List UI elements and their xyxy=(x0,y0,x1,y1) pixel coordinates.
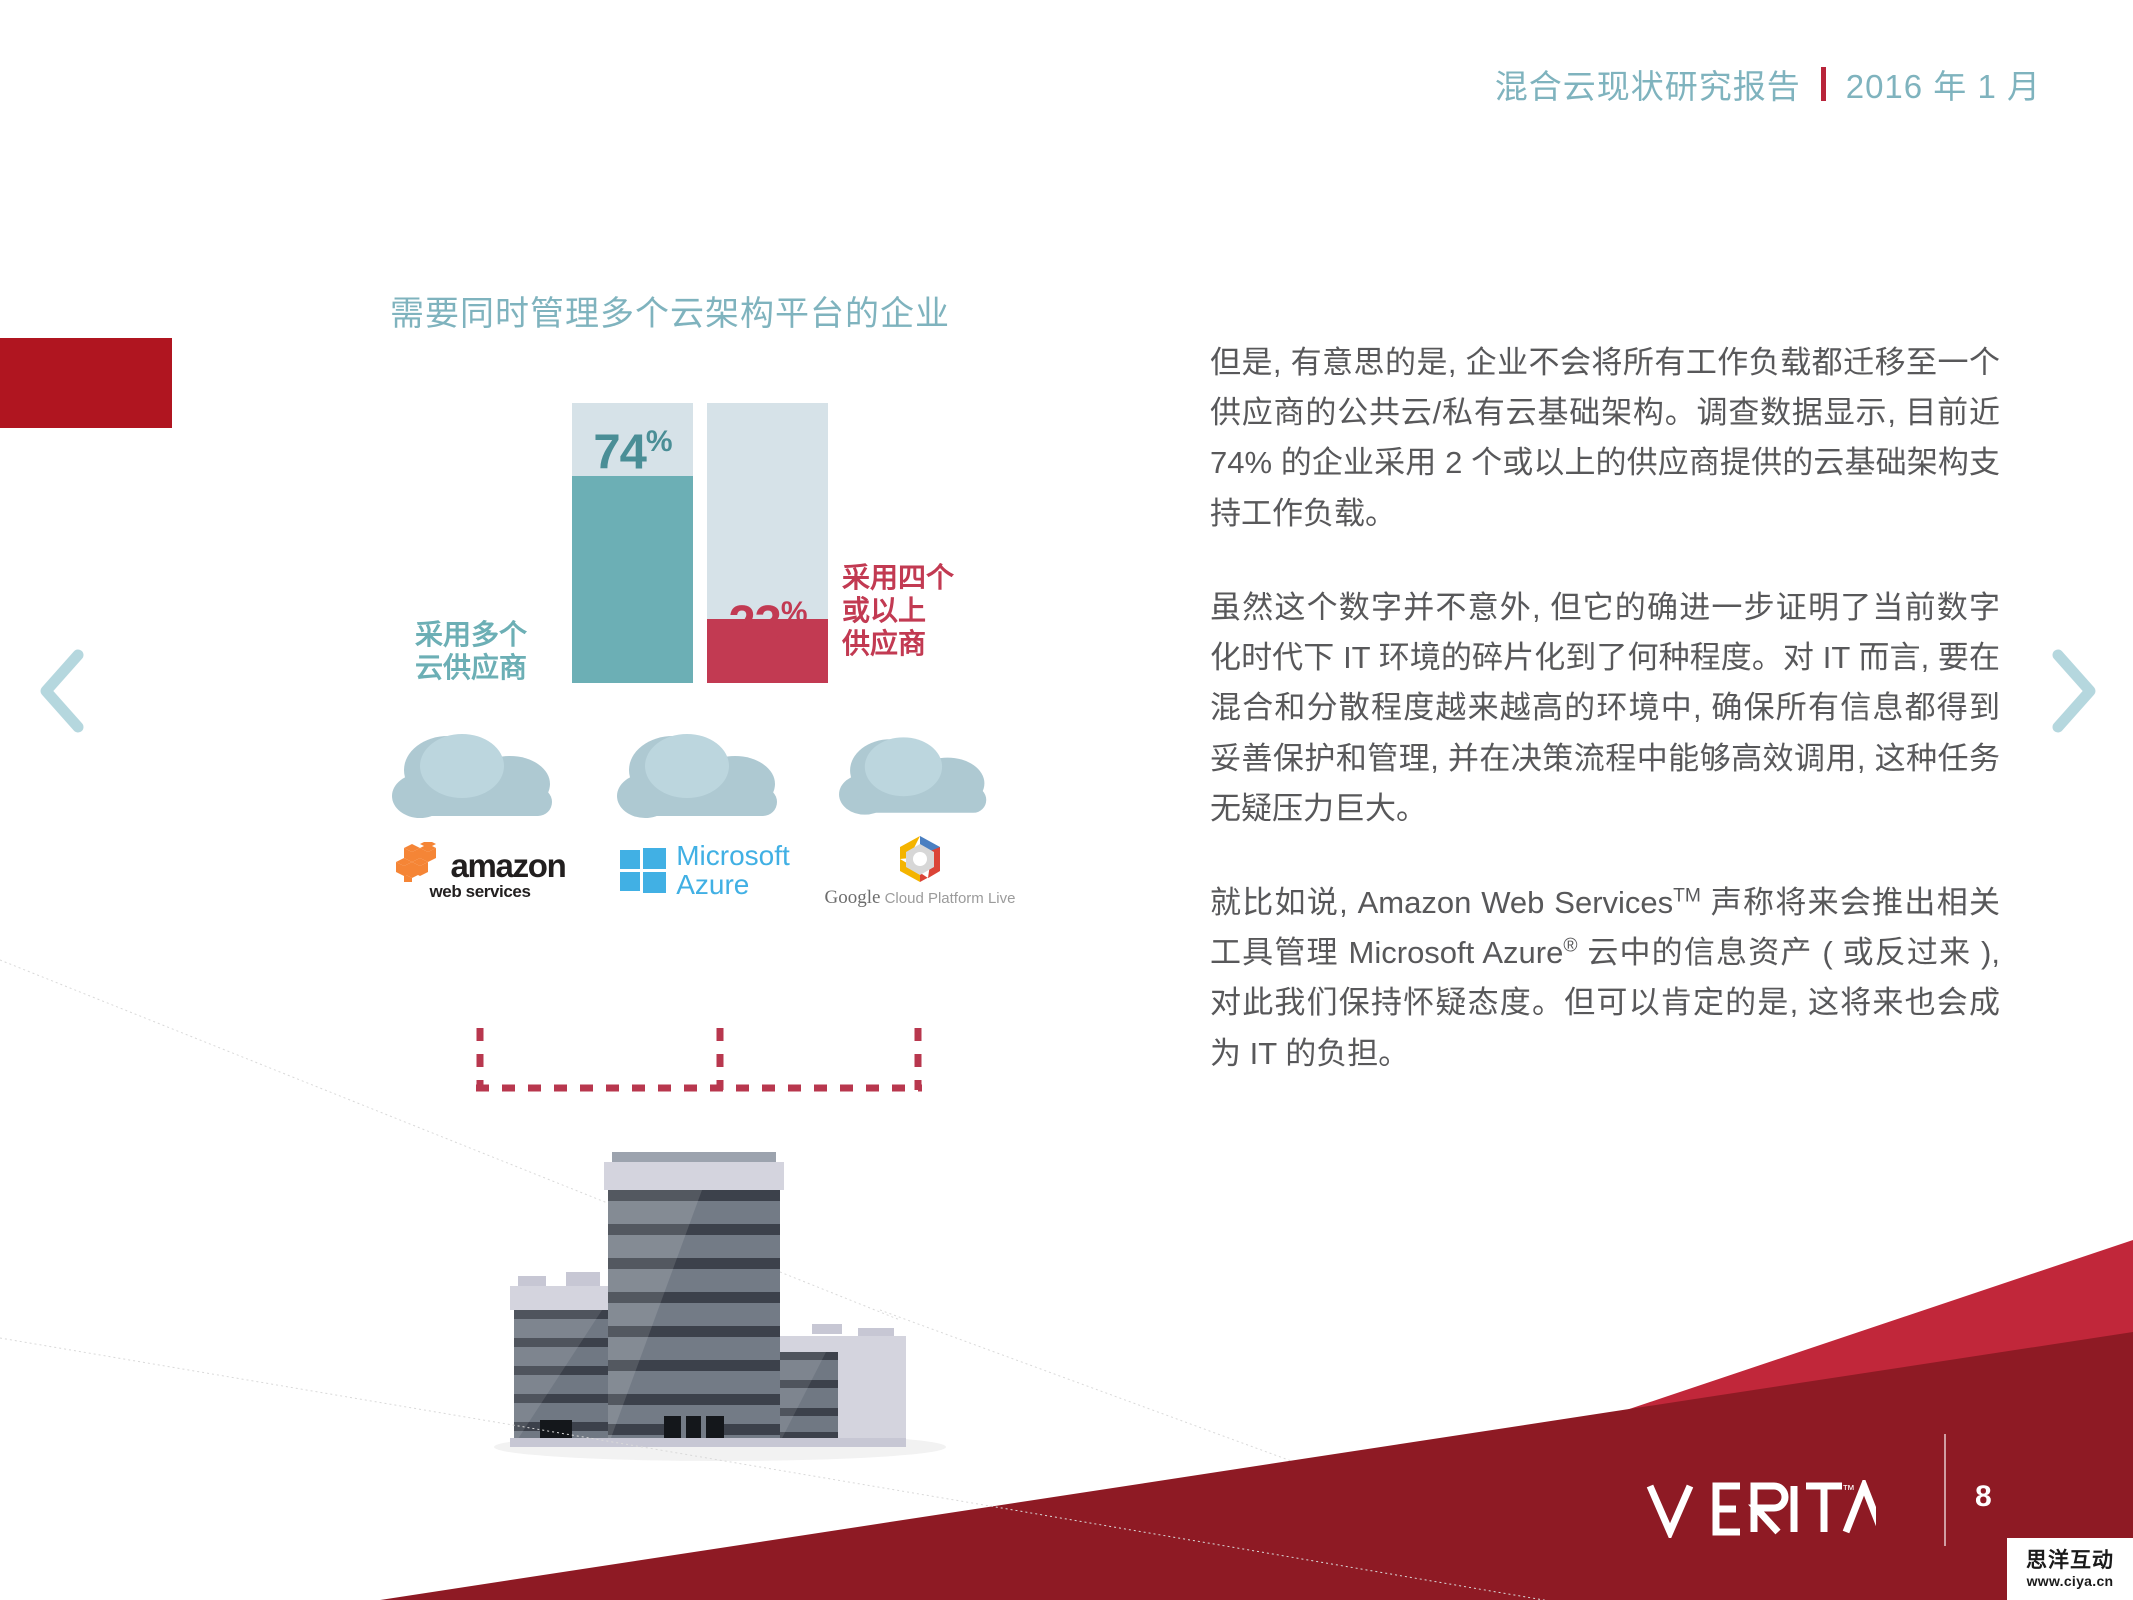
page-number: 8 xyxy=(1975,1480,1992,1513)
registered-symbol: ® xyxy=(1563,935,1578,957)
trademark-symbol: TM xyxy=(1673,885,1701,907)
p3-part-a: 就比如说, Amazon Web Services xyxy=(1210,884,1674,920)
header-title: 混合云现状研究报告 xyxy=(1494,68,1801,105)
aws-wordmark: amazon xyxy=(450,847,566,884)
bar-fill-74 xyxy=(572,475,693,683)
page-footer: ™ 8 思洋互动 www.ciya.cn xyxy=(0,1240,2133,1600)
paragraph-2: 虽然这个数字并不意外, 但它的确进一步证明了当前数字化时代下 IT 环境的碎片化… xyxy=(1210,589,2000,826)
next-page-button[interactable] xyxy=(2042,645,2104,737)
paragraph-3: 就比如说, Amazon Web ServicesTM 声称将来会推出相关工具管… xyxy=(1210,878,2000,1079)
google-cloud-hexagon-icon xyxy=(899,835,940,882)
aws-subtext: web services xyxy=(429,882,531,901)
bar-multiple-providers: 74% xyxy=(572,403,693,683)
bar-label-four-or-more: 采用四个 或以上 供应商 xyxy=(842,562,955,660)
left-accent-block xyxy=(0,338,172,428)
header-separator xyxy=(1820,67,1826,101)
footer-graphic xyxy=(0,1240,2133,1600)
azure-logo: Microsoft Azure xyxy=(605,832,805,910)
provider-aws: amazon web services xyxy=(380,726,580,910)
bar-chart: 74% 23% 采用多个 云供应商 采用四个 或以上 供应商 xyxy=(390,403,1070,703)
chart-title: 需要同时管理多个云架构平台的企业 xyxy=(390,295,950,333)
body-copy: 但是, 有意思的是, 企业不会将所有工作负载都迁移至一个供应商的公共云/私有云基… xyxy=(1210,338,2000,1123)
aws-logo: amazon web services xyxy=(380,832,580,910)
bar-value-23: 23% xyxy=(728,596,807,651)
cloud-icon xyxy=(617,734,777,818)
watermark-name: 思洋互动 xyxy=(2026,1549,2114,1572)
cloud-providers-row: amazon web services xyxy=(390,726,1070,1026)
provider-azure: Microsoft Azure xyxy=(605,726,805,910)
veritas-tm: ™ xyxy=(1842,1482,1855,1497)
provider-google-cloud: Google Cloud Platform Live xyxy=(820,726,1020,910)
windows-icon xyxy=(620,848,667,893)
paragraph-1: 但是, 有意思的是, 企业不会将所有工作负载都迁移至一个供应商的公共云/私有云基… xyxy=(1210,345,2000,531)
cloud-icon xyxy=(839,737,987,815)
google-cloud-logo: Google Cloud Platform Live xyxy=(820,832,1020,910)
page-header: 混合云现状研究报告 2016 年 1 月 xyxy=(1495,60,2041,108)
dashed-connectors xyxy=(476,1028,922,1092)
bar-four-or-more-providers: 23% xyxy=(707,403,828,683)
footer-divider xyxy=(1944,1434,1946,1546)
veritas-logo: ™ xyxy=(1646,1480,1876,1538)
azure-line1: Microsoft xyxy=(676,840,790,872)
aws-cubes-icon xyxy=(396,842,437,882)
infographic: 需要同时管理多个云架构平台的企业 74% 23% 采用多个 云供应商 采用四个 … xyxy=(390,286,1070,1461)
p3-part-b: 声称将来会推出相关工具管理 Microsoft Azure xyxy=(1210,884,2000,971)
veritas-wordmark: ™ xyxy=(1646,1480,1876,1538)
azure-line2: Azure xyxy=(676,869,750,900)
watermark: 思洋互动 www.ciya.cn xyxy=(2007,1538,2133,1600)
chevron-right-icon xyxy=(2052,649,2096,733)
cloud-icon xyxy=(392,734,552,818)
bar-label-multiple-providers: 采用多个 云供应商 xyxy=(415,619,528,684)
watermark-url: www.ciya.cn xyxy=(2026,1573,2114,1589)
google-cloud-wordmark: Google Cloud Platform Live xyxy=(824,886,1016,908)
prev-page-button[interactable] xyxy=(32,645,94,737)
p3-part-c: 云中的信息资产 ( 或反过来 ), 对此我们保持怀疑态度。但可以肯定的是, 这将… xyxy=(1210,935,2000,1071)
chevron-left-icon xyxy=(40,649,84,733)
bar-fill-23 xyxy=(707,618,828,683)
header-date: 2016 年 1 月 xyxy=(1845,68,2041,105)
office-building-illustration xyxy=(494,1152,946,1461)
bar-value-74: 74% xyxy=(593,425,672,480)
